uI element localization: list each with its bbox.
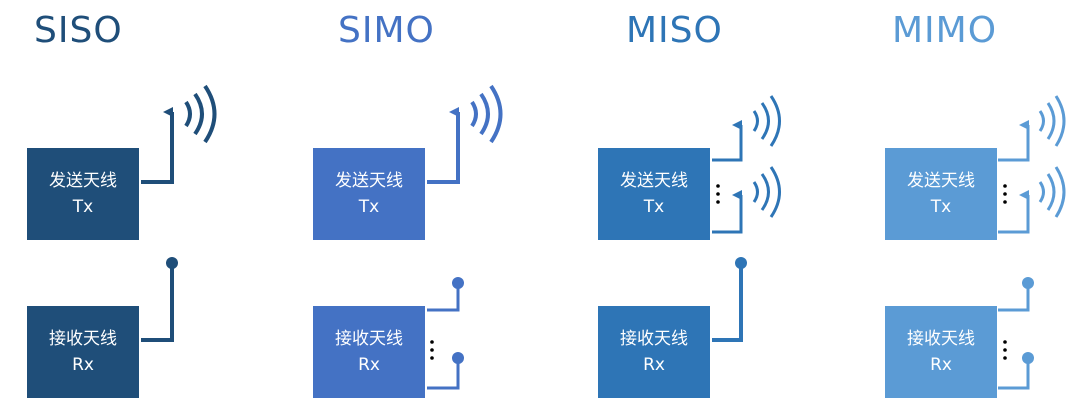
- mimo-title: MIMO: [892, 10, 998, 51]
- miso-rx-label: 接收天线: [620, 329, 688, 349]
- miso-tx-ellipsis: [716, 184, 720, 204]
- siso-tx-label: 发送天线: [49, 171, 117, 191]
- mimo-rx-ellipsis: [1003, 340, 1007, 360]
- miso-rx-antenna: [712, 257, 747, 342]
- siso-rx-box: 接收天线 Rx: [27, 306, 139, 398]
- miso-title: MISO: [626, 10, 723, 51]
- siso-tx-sub: Tx: [72, 197, 94, 217]
- mimo-rx-label: 接收天线: [907, 329, 975, 349]
- mimo-tx-ellipsis: [1003, 184, 1007, 204]
- mimo-tx-label: 发送天线: [907, 171, 975, 191]
- mimo-tx-antennas: [998, 95, 1066, 234]
- mimo-tx-box: 发送天线 Tx: [885, 148, 997, 240]
- miso-tx-label: 发送天线: [620, 171, 688, 191]
- mimo-rx-antennas: [998, 277, 1034, 390]
- siso-tx-box: 发送天线 Tx: [27, 148, 139, 240]
- mimo-rx-sub: Rx: [930, 355, 952, 375]
- simo-title: SIMO: [338, 10, 435, 51]
- siso-tx-antenna: [141, 84, 217, 184]
- miso-rx-sub: Rx: [643, 355, 665, 375]
- miso-tx-box: 发送天线 Tx: [598, 148, 710, 240]
- simo-rx-box: 接收天线 Rx: [313, 306, 425, 398]
- simo-tx-box: 发送天线 Tx: [313, 148, 425, 240]
- miso-tx-sub: Tx: [643, 197, 665, 217]
- simo-ellipsis: [430, 340, 434, 360]
- simo-rx-label: 接收天线: [335, 329, 403, 349]
- siso-rx-antenna: [141, 257, 178, 342]
- simo-rx-sub: Rx: [358, 355, 380, 375]
- mimo-rx-box: 接收天线 Rx: [885, 306, 997, 398]
- miso-rx-box: 接收天线 Rx: [598, 306, 710, 398]
- siso-rx-sub: Rx: [72, 355, 94, 375]
- siso-title: SISO: [34, 10, 123, 51]
- mimo-tx-sub: Tx: [930, 197, 952, 217]
- simo-tx-sub: Tx: [358, 197, 380, 217]
- simo-tx-label: 发送天线: [335, 171, 403, 191]
- simo-tx-antenna: [427, 84, 503, 184]
- simo-rx-antennas: [427, 277, 464, 390]
- siso-rx-label: 接收天线: [49, 329, 117, 349]
- miso-tx-antennas: [712, 95, 781, 234]
